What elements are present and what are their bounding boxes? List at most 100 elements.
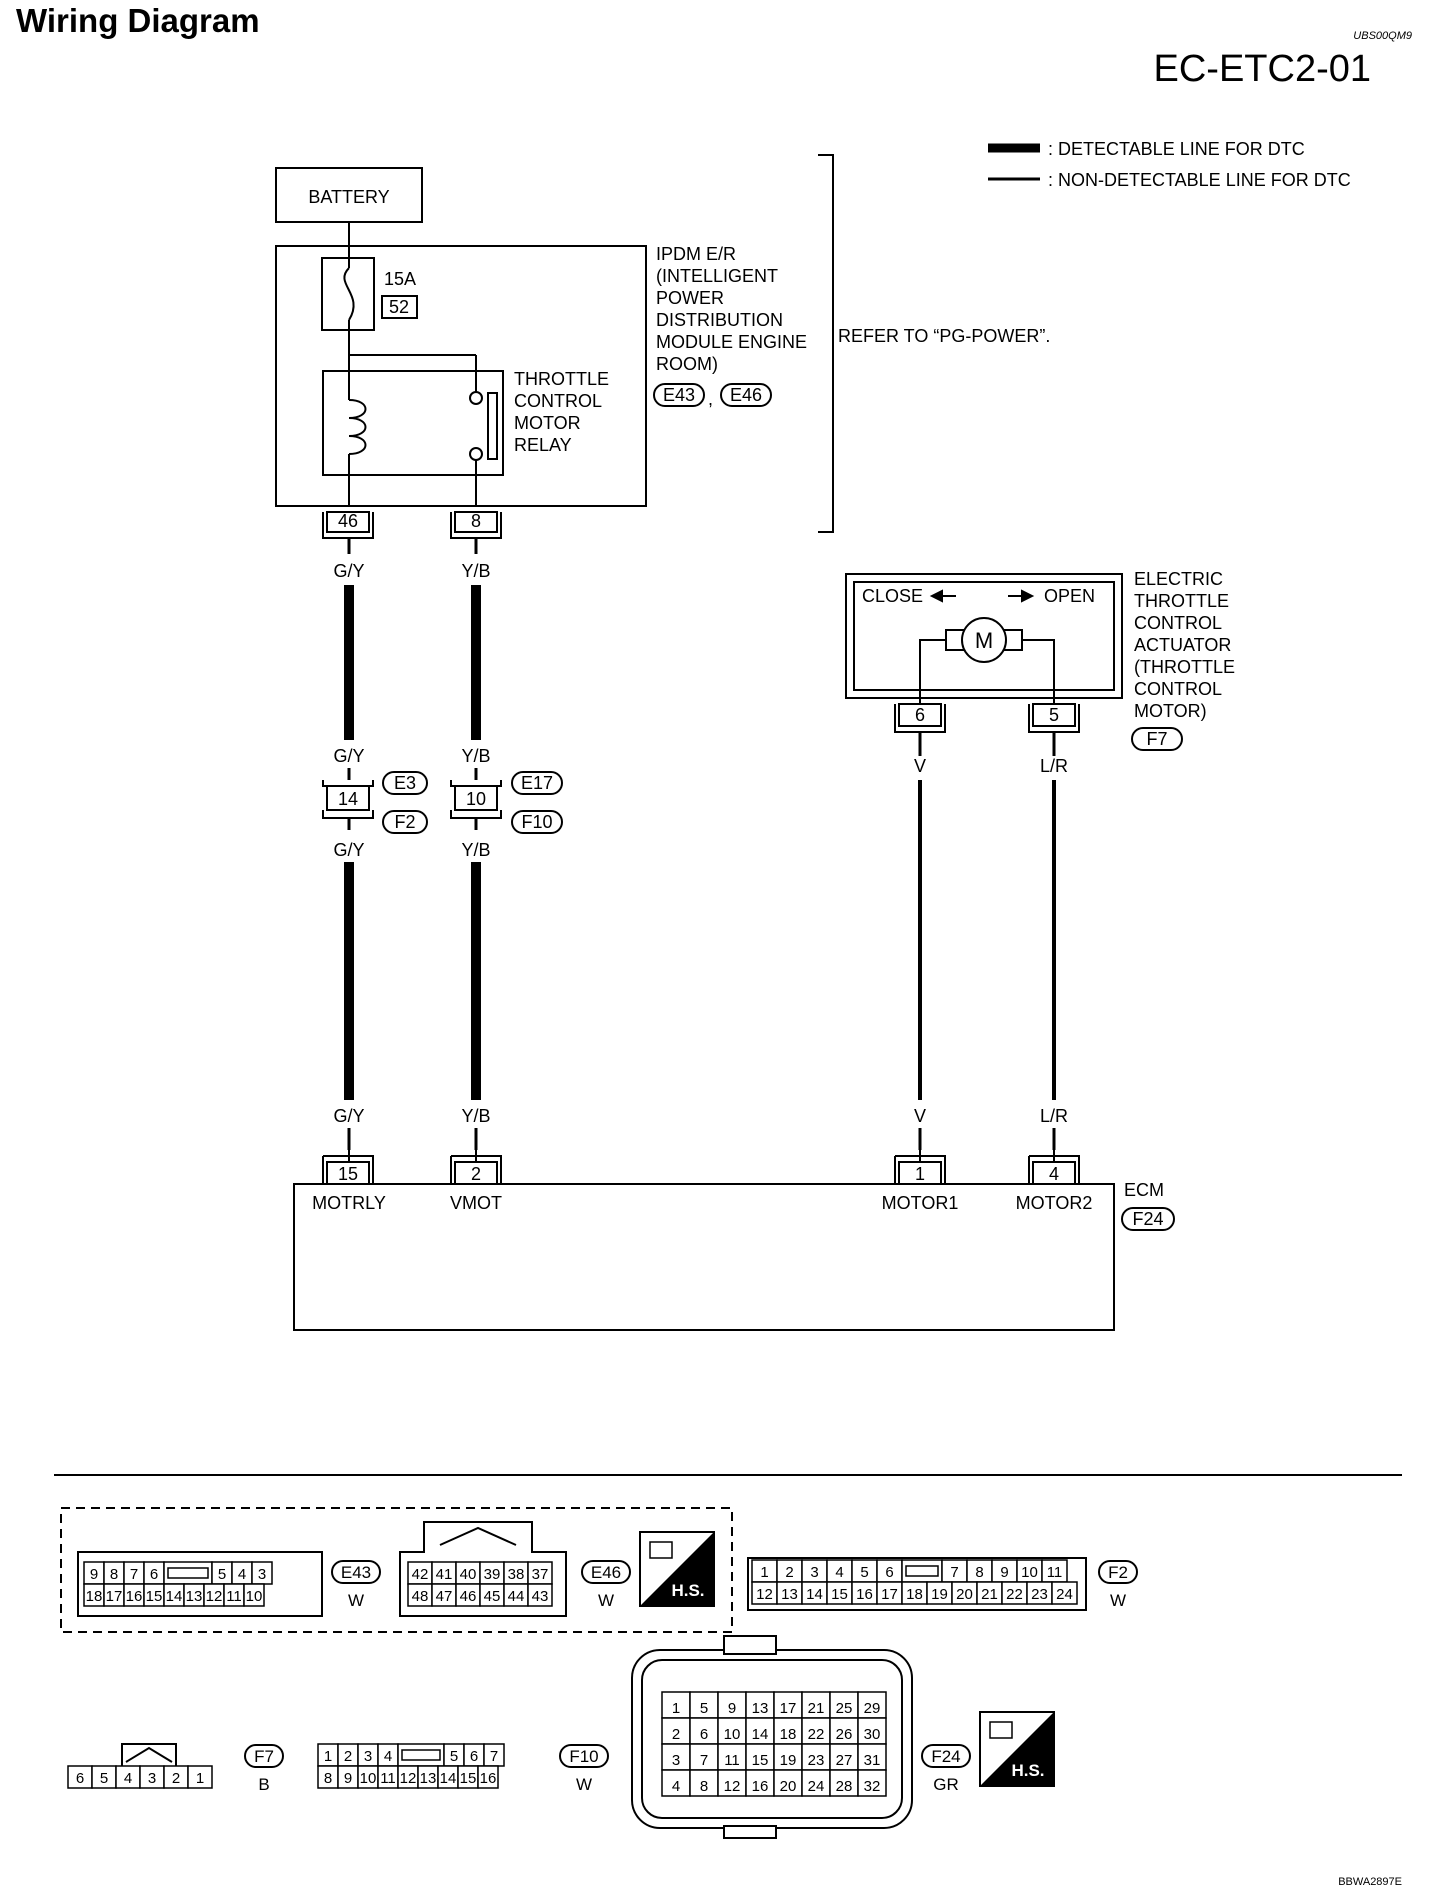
connector-e46-cell	[527, 1583, 553, 1607]
connector-f2-pin: 2	[785, 1564, 793, 1581]
connector-f7-pin: 3	[148, 1770, 156, 1787]
fuse-number-box	[381, 295, 418, 319]
ecm-terminal-motor1: MOTOR1	[882, 1193, 959, 1213]
actuator-name-line5: (THROTTLE	[1134, 657, 1235, 677]
connector-f2-pin: 5	[860, 1564, 868, 1581]
connector-f10-pin: 7	[490, 1748, 498, 1765]
relay-label-line1: THROTTLE	[514, 369, 609, 389]
junction-lower-connector: F2	[394, 812, 415, 832]
ipdm-connector-e43: E43	[663, 385, 695, 405]
connector-f24-pin: 17	[780, 1700, 797, 1717]
connector-f2-pin: 6	[885, 1564, 893, 1581]
ecm-pin-label: 2	[471, 1164, 481, 1184]
connector-e43-name: E43	[341, 1563, 371, 1582]
wire-label: G/Y	[333, 1106, 364, 1126]
connector-badge-f7	[1131, 727, 1183, 751]
connector-f24-cell	[773, 1769, 803, 1797]
connector-f10-cell	[477, 1765, 499, 1789]
connector-f24-pin: 27	[836, 1752, 853, 1769]
connector-f24-pin: 29	[864, 1700, 881, 1717]
connector-f10-pin: 15	[460, 1770, 477, 1787]
wire-label: L/R	[1040, 1106, 1068, 1126]
connector-f7-color: B	[258, 1775, 269, 1794]
wire-label: G/Y	[333, 840, 364, 860]
connector-f24-pin: 28	[836, 1778, 853, 1795]
connector-f2-pin: 11	[1047, 1564, 1063, 1581]
ipdm-pin-8-label: 8	[471, 511, 481, 531]
connector-e43-pin: 17	[106, 1588, 123, 1605]
connector-e43-badge	[331, 1560, 381, 1584]
connector-f7-name: F7	[254, 1747, 274, 1766]
connector-f10-pin: 10	[360, 1770, 377, 1787]
ipdm-name-line4: DISTRIBUTION	[656, 310, 783, 330]
connector-f10-pin: 13	[420, 1770, 437, 1787]
open-label: OPEN	[1044, 586, 1095, 606]
connector-badge-f24	[1121, 1207, 1175, 1231]
fuse-element	[343, 267, 355, 321]
connector-e46-key	[439, 1526, 517, 1546]
connector-f24-cell	[857, 1769, 887, 1797]
connector-f24-pin: 15	[752, 1752, 769, 1769]
connector-badge-e3	[382, 771, 428, 795]
connector-f24-pin: 30	[864, 1726, 881, 1743]
ipdm-connector-sep: ,	[708, 389, 713, 409]
connector-f10-name: F10	[569, 1747, 598, 1766]
ipdm-connector-e46: E46	[730, 385, 762, 405]
connector-f24-cell	[689, 1743, 719, 1771]
connector-e46-color: W	[598, 1591, 614, 1610]
connector-f2-pin: 13	[781, 1586, 798, 1603]
connector-f24-cell	[801, 1769, 831, 1797]
connector-f7-cell	[187, 1765, 213, 1789]
connector-f10-pin: 8	[324, 1770, 332, 1787]
connector-f24-cell	[857, 1743, 887, 1771]
ecm-terminal-motrly: MOTRLY	[312, 1193, 386, 1213]
actuator-name-line1: ELECTRIC	[1134, 569, 1223, 589]
connector-f24-pin: 11	[724, 1752, 740, 1769]
connector-e46-pin: 37	[532, 1566, 549, 1583]
hs-icon-1-fill	[640, 1532, 714, 1606]
connector-f10-pin: 5	[450, 1748, 458, 1765]
connector-e46-pin: 41	[436, 1566, 453, 1583]
connector-e43-pin: 12	[206, 1588, 223, 1605]
connector-f2-pin: 17	[881, 1586, 898, 1603]
junction-upper-connector: E17	[521, 773, 553, 793]
connector-f2-cell	[1051, 1581, 1078, 1605]
connector-f24-cell	[745, 1769, 775, 1797]
actuator-name-line2: THROTTLE	[1134, 591, 1229, 611]
connector-e43-pin: 3	[258, 1566, 266, 1583]
connector-e43-pin: 14	[166, 1588, 183, 1605]
battery-label: BATTERY	[308, 187, 389, 207]
relay-coil	[348, 399, 367, 455]
ecm-pin-label: 4	[1049, 1164, 1059, 1184]
connector-f2-pin: 8	[975, 1564, 983, 1581]
relay-label-line4: RELAY	[514, 435, 572, 455]
connector-e46-pin: 47	[436, 1588, 453, 1605]
connector-f10-pin: 12	[400, 1770, 417, 1787]
ecm-pin-label: 15	[338, 1164, 358, 1184]
connector-e46-pin: 42	[412, 1566, 429, 1583]
connector-f10-pin: 1	[324, 1748, 332, 1765]
connector-e43-pin: 9	[90, 1566, 98, 1583]
connector-f24-pin: 3	[672, 1752, 680, 1769]
connector-f10-pin: 4	[384, 1748, 392, 1765]
throttle-actuator-inner	[853, 581, 1115, 691]
connector-f2-pin: 12	[756, 1586, 773, 1603]
connector-badge-f2	[382, 810, 428, 834]
relay-switch-arm	[487, 392, 498, 460]
ecm-pin-label: 1	[915, 1164, 925, 1184]
connector-f2-pin: 23	[1031, 1586, 1048, 1603]
connector-f24-pin: 25	[836, 1700, 853, 1717]
wire-label: V	[914, 1106, 926, 1126]
connector-f10-pin: 16	[480, 1770, 497, 1787]
connector-f24-badge	[921, 1744, 971, 1768]
open-arrow	[1021, 589, 1035, 603]
connector-f24-pin: 5	[700, 1700, 708, 1717]
connector-f24-cell	[829, 1691, 859, 1719]
connector-f24-cell	[745, 1743, 775, 1771]
connector-f2-pin: 20	[956, 1586, 973, 1603]
connector-f10-pin: 6	[470, 1748, 478, 1765]
connector-e43-pin: 8	[110, 1566, 118, 1583]
connector-f7-pin: 2	[172, 1770, 180, 1787]
connector-f24-pin: 32	[864, 1778, 881, 1795]
connector-f2-pin: 1	[760, 1564, 768, 1581]
